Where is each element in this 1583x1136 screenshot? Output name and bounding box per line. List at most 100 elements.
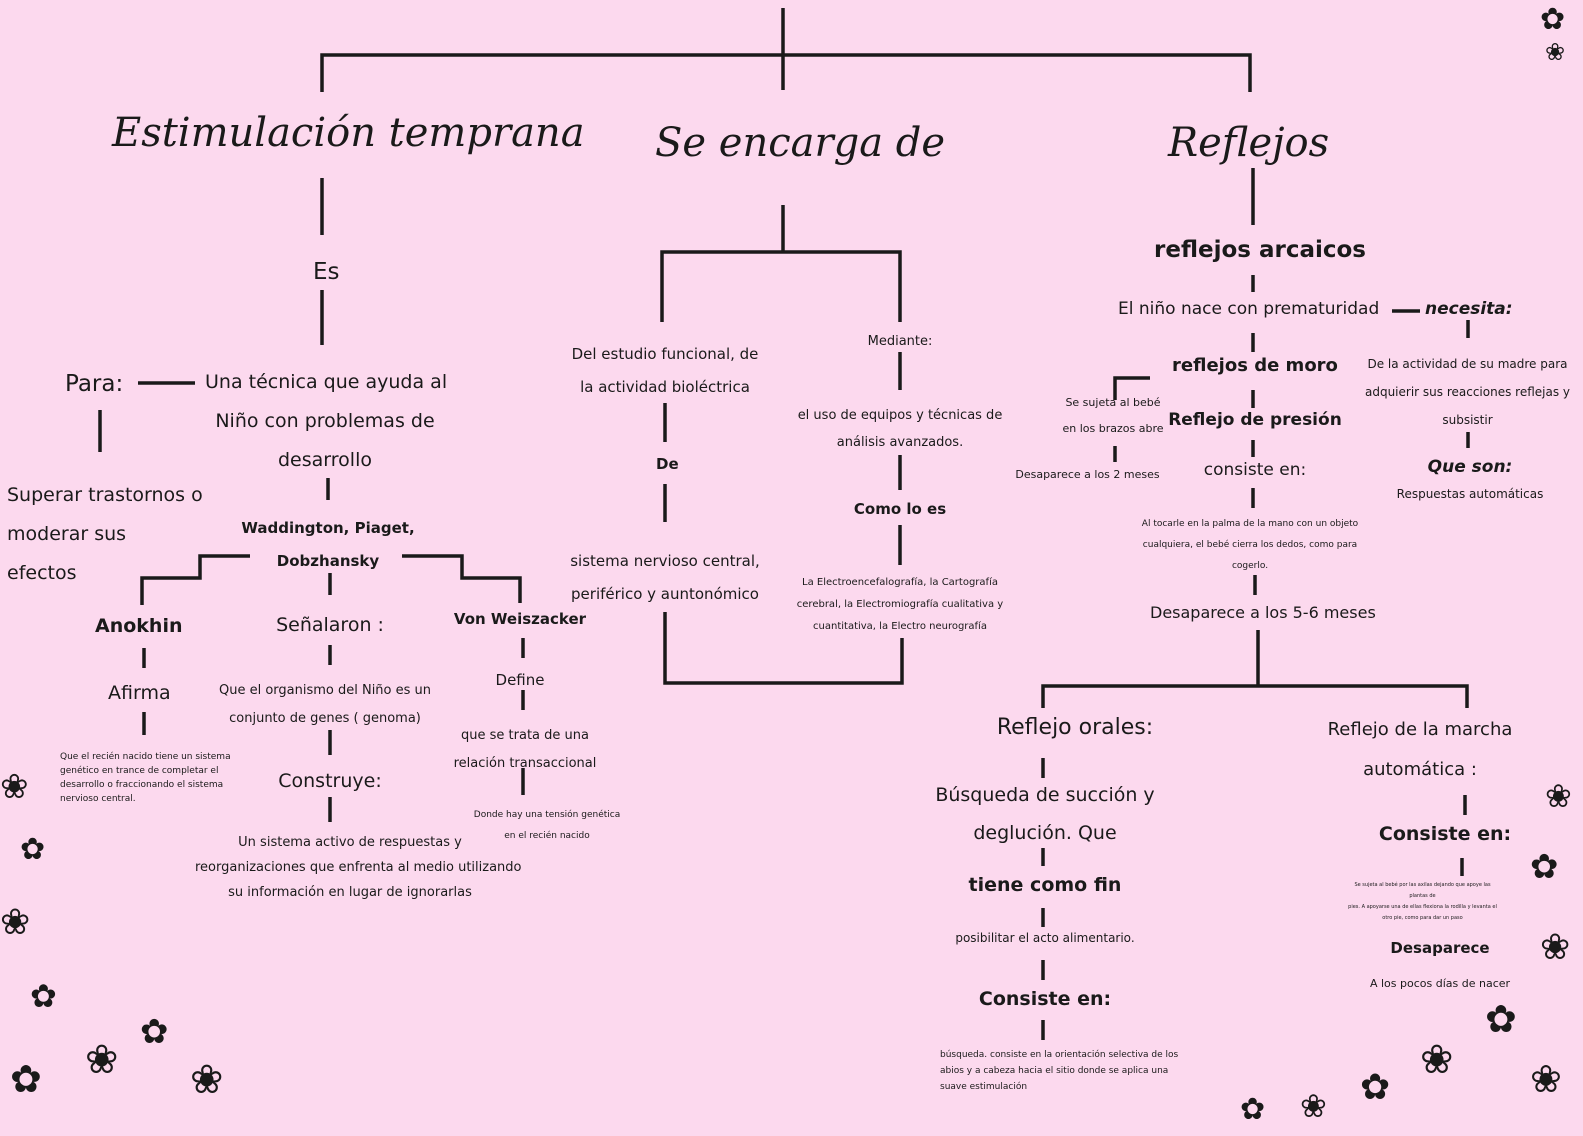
afirma-text: Que el recién nacido tiene un sistema ge… bbox=[60, 750, 231, 806]
label-anokhin: Anokhin bbox=[95, 615, 183, 637]
flower-icon: ✿ bbox=[1240, 1092, 1266, 1127]
estudio-line-2: la actividad bioléctrica bbox=[580, 378, 750, 396]
como-line-3: cuantitativa, la Electro neurografía bbox=[813, 621, 987, 632]
necesita-line-2: adquierir sus reacciones reflejas y bbox=[1364, 385, 1571, 399]
label-von-weiszacker: Von Weiszacker bbox=[453, 610, 587, 628]
label-consiste-oral: Consiste en: bbox=[978, 988, 1112, 1010]
marcha-text: Reflejo de la marcha automática : bbox=[1320, 710, 1520, 790]
tocarle-line-1: Al tocarle en la palma de la mano con un… bbox=[1141, 519, 1359, 529]
flower-icon: ❀ bbox=[1545, 777, 1572, 815]
flower-icon: ❀ bbox=[1420, 1037, 1454, 1083]
flower-icon: ❀ bbox=[1300, 1087, 1327, 1125]
label-afirma: Afirma bbox=[108, 682, 171, 704]
estudio-line-1: Del estudio funcional, de bbox=[571, 345, 759, 363]
define-text: que se trata de una relación transaccion… bbox=[445, 722, 605, 778]
desaparece-2-meses: Desaparece a los 2 meses bbox=[1015, 468, 1160, 481]
necesita-line-3: subsistir bbox=[1442, 413, 1493, 427]
afirma-line-1: Que el recién nacido tiene un sistema bbox=[60, 752, 231, 762]
flower-icon: ❀ bbox=[0, 902, 31, 943]
flower-icon: ❀ bbox=[190, 1057, 224, 1103]
sujeta-text: Se sujeta al bebé en los brazos abre bbox=[1048, 390, 1178, 442]
define-line-1: que se trata de una bbox=[461, 728, 589, 743]
construye-text: Un sistema activo de respuestas y reorga… bbox=[195, 830, 522, 905]
tension-line-1: Donde hay una tensión genética bbox=[473, 810, 621, 820]
como-line-1: La Electroencefalografía, la Cartografía bbox=[802, 577, 998, 588]
como-text: La Electroencefalografía, la Cartografía… bbox=[785, 572, 1015, 638]
label-senalaron: Señalaron : bbox=[276, 614, 384, 636]
label-para: Para: bbox=[65, 371, 124, 397]
busqueda-detail-line-3: suave estimulación bbox=[940, 1082, 1028, 1092]
busqueda-detail-line-1: búsqueda. consiste en la orientación sel… bbox=[940, 1050, 1179, 1060]
afirma-line-2: genético en trance de completar el bbox=[60, 766, 219, 776]
label-que-son: Que son: bbox=[1427, 457, 1513, 477]
label-reflejos-arcaicos: reflejos arcaicos bbox=[1154, 237, 1366, 263]
flower-icon: ✿ bbox=[1530, 847, 1559, 887]
flower-icon: ✿ bbox=[1540, 2, 1566, 37]
marcha-detail-text: Se sujeta al bebé por las axilas dejando… bbox=[1310, 880, 1535, 924]
flower-icon: ✿ bbox=[30, 977, 57, 1015]
title-se-encarga: Se encarga de bbox=[655, 120, 946, 166]
construye-line-3: su información en lugar de ignorarlas bbox=[228, 885, 472, 900]
sujeta-line-1: Se sujeta al bebé bbox=[1065, 396, 1161, 409]
prematuridad-text: El niño nace con prematuridad bbox=[1118, 299, 1380, 319]
busqueda-text: Búsqueda de succión y deglución. Que bbox=[935, 776, 1155, 852]
label-consiste-en: consiste en: bbox=[1203, 460, 1307, 480]
para-line-2: moderar sus bbox=[7, 523, 127, 545]
label-reflejo-orales: Reflejo orales: bbox=[996, 715, 1154, 740]
label-construye: Construye: bbox=[278, 770, 382, 792]
define-line-2: relación transaccional bbox=[453, 756, 597, 771]
label-reflejos-moro: reflejos de moro bbox=[1172, 355, 1338, 376]
flower-icon: ❀ bbox=[85, 1037, 119, 1083]
flower-icon: ❀ bbox=[1545, 38, 1566, 66]
marcha-detail-line-3: pies. A apoyarse una de ellas flexiona l… bbox=[1348, 904, 1497, 910]
para-line-1: Superar trastornos o bbox=[7, 484, 203, 506]
tension-line-2: en el recién nacido bbox=[504, 831, 590, 841]
tension-text: Donde hay una tensión genética en el rec… bbox=[462, 805, 632, 847]
busqueda-line-2: deglución. Que bbox=[973, 822, 1117, 844]
title-reflejos: Reflejos bbox=[1168, 120, 1330, 166]
para-line-3: efectos bbox=[7, 562, 77, 584]
uso-line-1: el uso de equipos y técnicas de bbox=[797, 408, 1003, 423]
flower-icon: ✿ bbox=[1360, 1067, 1391, 1108]
desaparece-5-6-meses: Desaparece a los 5-6 meses bbox=[1150, 603, 1376, 622]
authors-line-2: Dobzhansky bbox=[276, 552, 380, 570]
respuestas-text: Respuestas automáticas bbox=[1396, 487, 1544, 501]
label-es: Es bbox=[313, 259, 340, 285]
marcha-detail-line-4: otro pie, como para dar un paso bbox=[1382, 915, 1463, 921]
senalaron-line-1: Que el organismo del Niño es un bbox=[218, 683, 432, 698]
senalaron-text: Que el organismo del Niño es un conjunto… bbox=[205, 677, 445, 733]
label-de: De bbox=[656, 455, 679, 473]
flower-icon: ✿ bbox=[140, 1012, 169, 1052]
uso-text: el uso de equipos y técnicas de análisis… bbox=[795, 402, 1005, 456]
label-desaparece: Desaparece bbox=[1390, 939, 1490, 957]
flower-icon: ✿ bbox=[20, 832, 46, 867]
necesita-text: De la actividad de su madre para adquier… bbox=[1355, 350, 1580, 434]
sistema-text: sistema nervioso central, periférico y a… bbox=[555, 545, 775, 611]
afirma-line-4: nervioso central. bbox=[60, 794, 136, 804]
label-define: Define bbox=[495, 671, 545, 689]
marcha-detail-line-2: plantas de bbox=[1409, 893, 1436, 899]
tocarle-text: Al tocarle en la palma de la mano con un… bbox=[1120, 514, 1380, 577]
marcha-detail-line-1: Se sujeta al bebé por las axilas dejando… bbox=[1354, 882, 1491, 888]
authors-line-1: Waddington, Piaget, bbox=[241, 519, 415, 537]
label-mediante: Mediante: bbox=[867, 334, 933, 349]
estudio-text: Del estudio funcional, de la actividad b… bbox=[555, 338, 775, 404]
construye-line-1: Un sistema activo de respuestas y bbox=[238, 835, 462, 850]
busqueda-detail-text: búsqueda. consiste en la orientación sel… bbox=[940, 1047, 1178, 1095]
pocos-dias-text: A los pocos días de nacer bbox=[1369, 977, 1511, 990]
flower-icon: ❀ bbox=[1540, 927, 1571, 968]
flower-icon: ❀ bbox=[0, 767, 29, 807]
sistema-line-2: periférico y auntonómico bbox=[571, 585, 759, 603]
como-line-2: cerebral, la Electromiografía cualitativ… bbox=[796, 599, 1004, 610]
para-text: Superar trastornos o moderar sus efectos bbox=[7, 476, 203, 593]
busqueda-line-1: Búsqueda de succión y bbox=[935, 784, 1155, 806]
senalaron-line-2: conjunto de genes ( genoma) bbox=[229, 711, 421, 726]
sujeta-line-2: en los brazos abre bbox=[1062, 422, 1164, 435]
flower-icon: ✿ bbox=[1485, 997, 1517, 1041]
label-tiene-como-fin: tiene como fin bbox=[968, 874, 1122, 896]
uso-line-2: análisis avanzados. bbox=[836, 435, 964, 450]
marcha-line-1: Reflejo de la marcha bbox=[1327, 719, 1513, 740]
flower-icon: ✿ bbox=[10, 1057, 42, 1101]
afirma-line-3: desarrollo o fraccionando el sistema bbox=[60, 780, 224, 790]
